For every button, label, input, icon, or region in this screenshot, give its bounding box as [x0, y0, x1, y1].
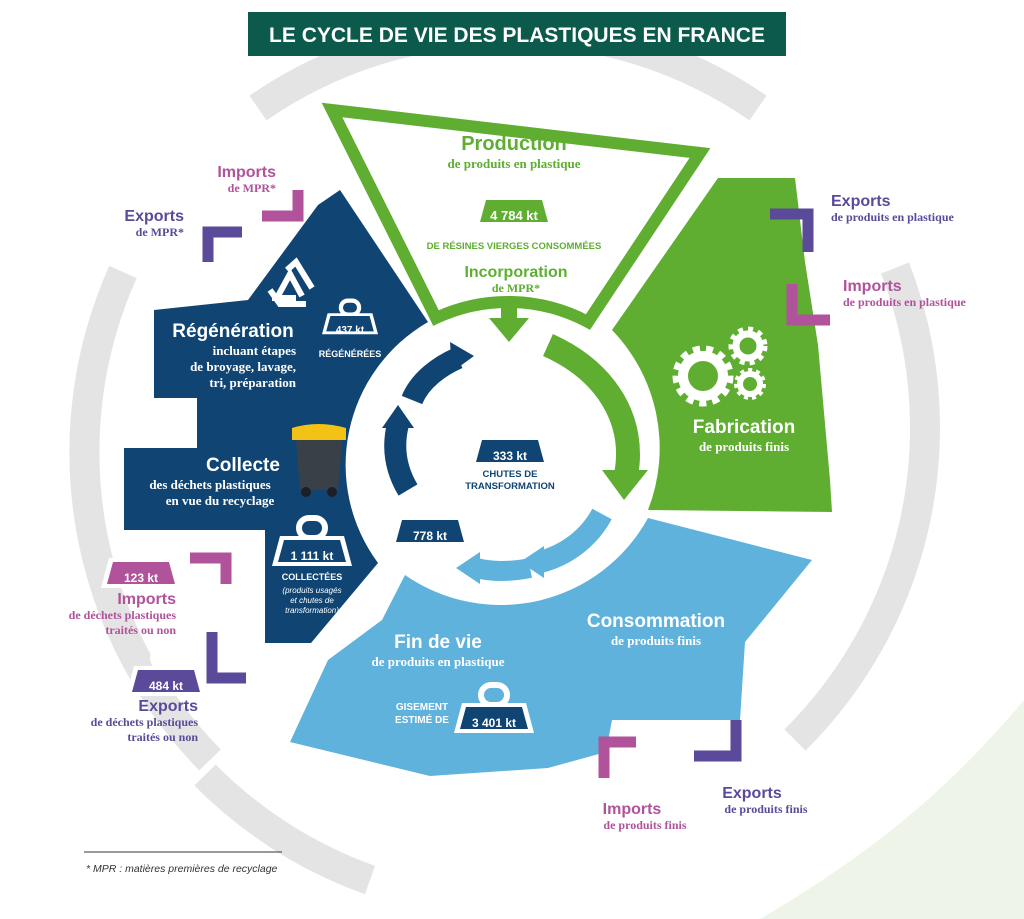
production-subtitle: de produits en plastique [447, 156, 580, 171]
exports-dechets-sub-1: de déchets plastiques [91, 715, 199, 729]
incorporation-title: Incorporation [464, 264, 567, 281]
exports-produits-finis-title: Exports [722, 785, 782, 802]
incorporation-subtitle: de MPR* [492, 281, 540, 295]
gisement-weight: 3 401 kt [472, 716, 516, 730]
chevron-imports-produits-finis [598, 736, 636, 778]
arrow-fin-de-vie-to-collecte [473, 558, 532, 581]
imports-mpr-sub: de MPR* [228, 181, 276, 195]
background-green-wave [760, 700, 1024, 919]
arrow-incorporation-mpr [489, 302, 529, 342]
arrow-consommation-to-fin-de-vie [536, 508, 612, 573]
arrow-collecte-to-regeneration [384, 421, 418, 496]
fabrication-segment [612, 178, 832, 512]
collecte-line-1: des déchets plastiques [149, 477, 270, 492]
imports-dechets-sub-1: de déchets plastiques [69, 608, 177, 622]
flow-chevrons [190, 190, 830, 778]
chevron-exports-dechets [206, 632, 246, 684]
consommation-title: Consommation [587, 611, 725, 632]
arrow-consommation-head [520, 546, 544, 578]
collecte-weight: 1 111 kt [291, 549, 334, 563]
exports-mpr-title: Exports [124, 208, 184, 225]
chevron-imports-dechets [190, 552, 232, 584]
imports-produits-plastique-title: Imports [843, 278, 902, 295]
exports-dechets-sub-2: traités ou non [127, 730, 198, 744]
arrow-collecte-head [382, 405, 414, 428]
arrow-regeneration-to-production [401, 347, 463, 405]
collecte-note-2: et chutes de [290, 596, 334, 605]
exports-produits-plastique-sub: de produits en plastique [831, 210, 954, 224]
exports-produits-plastique-title: Exports [831, 193, 891, 210]
exports-dechets-title: Exports [138, 698, 198, 715]
arrow-regeneration-head [450, 342, 474, 372]
chevron-exports-produits-plastique [770, 208, 814, 252]
arrow-fabrication-to-consommation [542, 334, 640, 478]
center-caption-2: TRANSFORMATION [465, 481, 555, 492]
production-caption: DE RÉSINES VIERGES CONSOMMÉES [427, 241, 602, 252]
consommation-subtitle: de produits finis [611, 633, 701, 648]
collecte-note-3: transformation) [285, 606, 339, 615]
imports-dechets-title: Imports [117, 591, 176, 608]
page-title: LE CYCLE DE VIE DES PLASTIQUES EN FRANCE [269, 24, 765, 47]
recycling-bin-icon [292, 424, 346, 497]
collecte-caption: COLLECTÉES [282, 572, 343, 582]
center-caption-1: CHUTES DE [483, 469, 538, 480]
production-title: Production [461, 133, 567, 155]
exports-produits-finis-sub: de produits finis [724, 802, 807, 816]
gisement-label-2: ESTIMÉ DE [395, 713, 449, 726]
footnote: * MPR : matières premières de recyclage [86, 863, 278, 875]
imports-produits-plastique-sub: de produits en plastique [843, 295, 966, 309]
regeneration-line-3: tri, préparation [209, 375, 296, 390]
chevron-exports-produits-finis [694, 720, 742, 762]
center-weight: 333 kt [493, 449, 527, 463]
regeneration-caption: RÉGÉNÉRÉES [319, 349, 382, 359]
imports-produits-finis-sub: de produits finis [603, 818, 686, 832]
imports-dechets-weight: 123 kt [124, 571, 158, 585]
chevron-exports-mpr [202, 226, 242, 262]
imports-dechets-sub-2: traités ou non [105, 623, 176, 637]
arrow-fabrication-head [602, 470, 648, 500]
gears-icon [672, 326, 768, 407]
collecte-line-2: en vue du recyclage [166, 493, 275, 508]
gisement-label-1: GISEMENT [396, 702, 448, 713]
chevron-imports-mpr [262, 190, 304, 222]
production-weight: 4 784 kt [490, 208, 538, 223]
regeneration-weight: 437 kt [336, 325, 365, 336]
chevron-imports-produits-plastique [786, 284, 830, 326]
imports-mpr-title: Imports [217, 164, 276, 181]
inner-weight: 778 kt [413, 529, 447, 543]
fabrication-subtitle: de produits finis [699, 439, 789, 454]
exports-mpr-sub: de MPR* [136, 225, 184, 239]
title-banner [248, 12, 786, 56]
arrow-fin-de-vie-head [456, 552, 480, 584]
consommation-fin-de-vie-segment [290, 518, 812, 776]
fin-de-vie-title: Fin de vie [394, 632, 482, 653]
exports-dechets-weight: 484 kt [149, 679, 183, 693]
production-segment [321, 102, 711, 330]
regeneration-title: Régénération [172, 321, 293, 342]
collecte-note-1: (produits usagés [282, 586, 341, 595]
fin-de-vie-subtitle: de produits en plastique [371, 654, 504, 669]
regeneration-collecte-segment [124, 190, 428, 643]
regeneration-line-2: de broyage, lavage, [190, 359, 296, 374]
regeneration-line-1: incluant étapes [213, 343, 296, 358]
fabrication-title: Fabrication [693, 417, 795, 438]
imports-produits-finis-title: Imports [603, 801, 662, 818]
recycle-icon [267, 257, 315, 307]
inner-cycle-arrows [382, 302, 648, 584]
collecte-title: Collecte [206, 455, 280, 476]
